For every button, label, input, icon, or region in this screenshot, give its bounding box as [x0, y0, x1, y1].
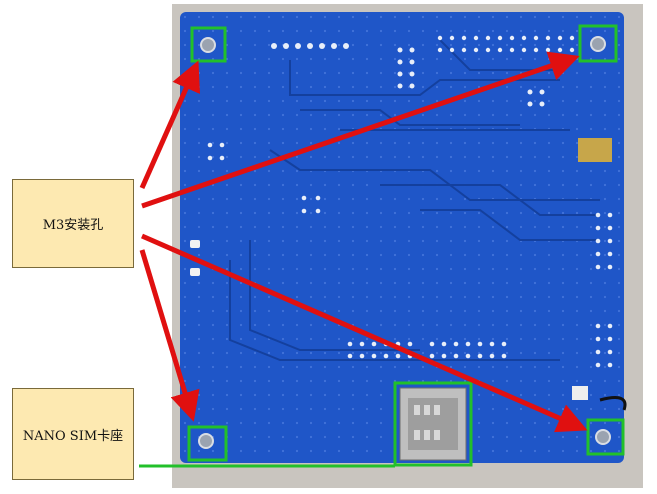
- antenna-pad: [572, 386, 588, 400]
- left-pad-1: [190, 240, 200, 248]
- nano-sim-slot-label: NANO SIM卡座: [12, 388, 134, 480]
- highlight-boxes: [187, 24, 625, 467]
- arrow-to-top-right: [141, 51, 580, 209]
- red-arrows: [139, 51, 588, 433]
- mid-pin-block: [207, 47, 545, 214]
- nano-sim-slot-text: NANO SIM卡座: [22, 428, 124, 444]
- m3-mounting-hole-label: M3安装孔: [12, 179, 134, 268]
- left-pad-2: [190, 268, 200, 276]
- highlight-sim: [393, 381, 473, 467]
- mounting-hole-bottom-left: [198, 433, 214, 449]
- mounting-hole-top-right: [590, 36, 606, 52]
- right-pin-header-top: [437, 35, 575, 53]
- highlight-bottom-left: [187, 425, 228, 462]
- highlight-bottom-right: [586, 418, 625, 456]
- right-column-pins: [595, 212, 613, 368]
- sim-holder-contacts: [414, 405, 440, 440]
- top-pin-header: [271, 43, 349, 49]
- antenna-wire: [599, 396, 627, 411]
- arrow-to-top-left: [139, 60, 201, 190]
- m3-mounting-hole-text: M3安装孔: [42, 218, 104, 233]
- highlight-top-left: [190, 26, 227, 63]
- arrow-to-bottom-right: [141, 233, 588, 433]
- highlight-top-right: [578, 24, 618, 63]
- mounting-holes: [198, 36, 611, 449]
- bottom-pin-header: [347, 341, 507, 359]
- mounting-hole-top-left: [200, 37, 216, 53]
- arrow-to-bottom-left: [139, 249, 200, 422]
- gold-pad: [578, 138, 612, 162]
- mounting-hole-bottom-right: [595, 429, 611, 445]
